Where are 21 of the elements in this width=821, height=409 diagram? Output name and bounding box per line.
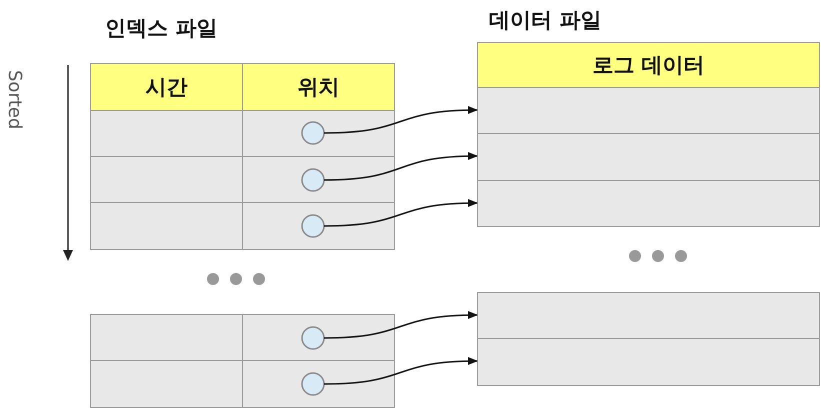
file-title: 인덱스 파일	[105, 15, 218, 42]
header-cell: 위치	[242, 63, 395, 111]
arrow	[324, 199, 478, 227]
arrow	[324, 311, 478, 339]
pointer-circle	[301, 168, 325, 192]
header-cell: 시간	[90, 63, 243, 111]
arrow	[324, 106, 478, 134]
data-row	[477, 180, 820, 227]
arrow	[324, 357, 478, 385]
arrow	[324, 152, 478, 181]
axis-label: Sorted	[4, 70, 25, 130]
data-row	[477, 292, 820, 339]
data-row	[477, 338, 820, 386]
pointer-circle	[301, 372, 325, 396]
data-row	[477, 133, 820, 181]
header-cell: 로그 데이터	[477, 42, 820, 88]
pointer-circle	[301, 214, 325, 238]
pointer-circle	[301, 326, 325, 350]
data-row	[477, 87, 820, 134]
file-title: 데이터 파일	[489, 7, 602, 34]
pointer-circle	[301, 121, 325, 145]
